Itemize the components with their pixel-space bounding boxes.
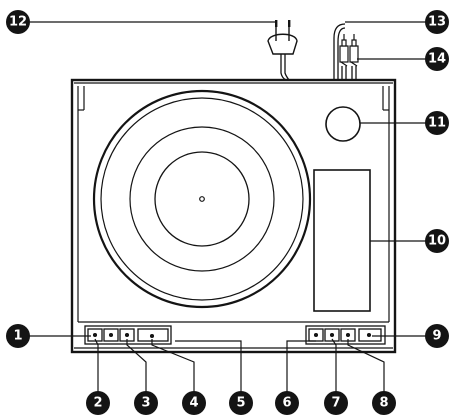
callout-number: 3 xyxy=(141,396,150,411)
callout-number: 5 xyxy=(236,396,245,411)
rca-plug-icon xyxy=(339,34,359,67)
callout-number: 7 xyxy=(331,396,340,411)
callout-3: 3 xyxy=(134,391,158,415)
callout-number: 2 xyxy=(93,396,102,411)
side-panel xyxy=(313,169,371,312)
leader-lines xyxy=(22,21,434,399)
callout-number: 11 xyxy=(428,116,446,131)
round-control xyxy=(325,106,361,142)
callout-1: 1 xyxy=(6,324,30,348)
callout-number: 14 xyxy=(428,52,446,67)
callout-2: 2 xyxy=(86,391,110,415)
front-controls-left xyxy=(84,325,172,345)
callout-number: 9 xyxy=(432,329,441,344)
callout-6: 6 xyxy=(275,391,299,415)
power-plug-icon xyxy=(267,20,298,55)
callout-10: 10 xyxy=(425,229,449,253)
callout-number: 6 xyxy=(282,396,291,411)
callout-11: 11 xyxy=(425,111,449,135)
signal-cable xyxy=(333,23,357,80)
callout-5: 5 xyxy=(229,391,253,415)
callout-7: 7 xyxy=(324,391,348,415)
callout-number: 13 xyxy=(428,15,446,30)
platter xyxy=(92,89,312,309)
callout-9: 9 xyxy=(425,324,449,348)
callout-8: 8 xyxy=(372,391,396,415)
callout-13: 13 xyxy=(425,10,449,34)
callout-12: 12 xyxy=(6,10,30,34)
callout-number: 8 xyxy=(379,396,388,411)
front-controls-right xyxy=(305,325,386,345)
power-cable xyxy=(280,54,290,81)
callout-14: 14 xyxy=(425,47,449,71)
callout-number: 4 xyxy=(189,396,198,411)
callout-number: 10 xyxy=(428,234,446,249)
callout-4: 4 xyxy=(182,391,206,415)
callout-number: 12 xyxy=(9,15,27,30)
callout-number: 1 xyxy=(13,329,22,344)
